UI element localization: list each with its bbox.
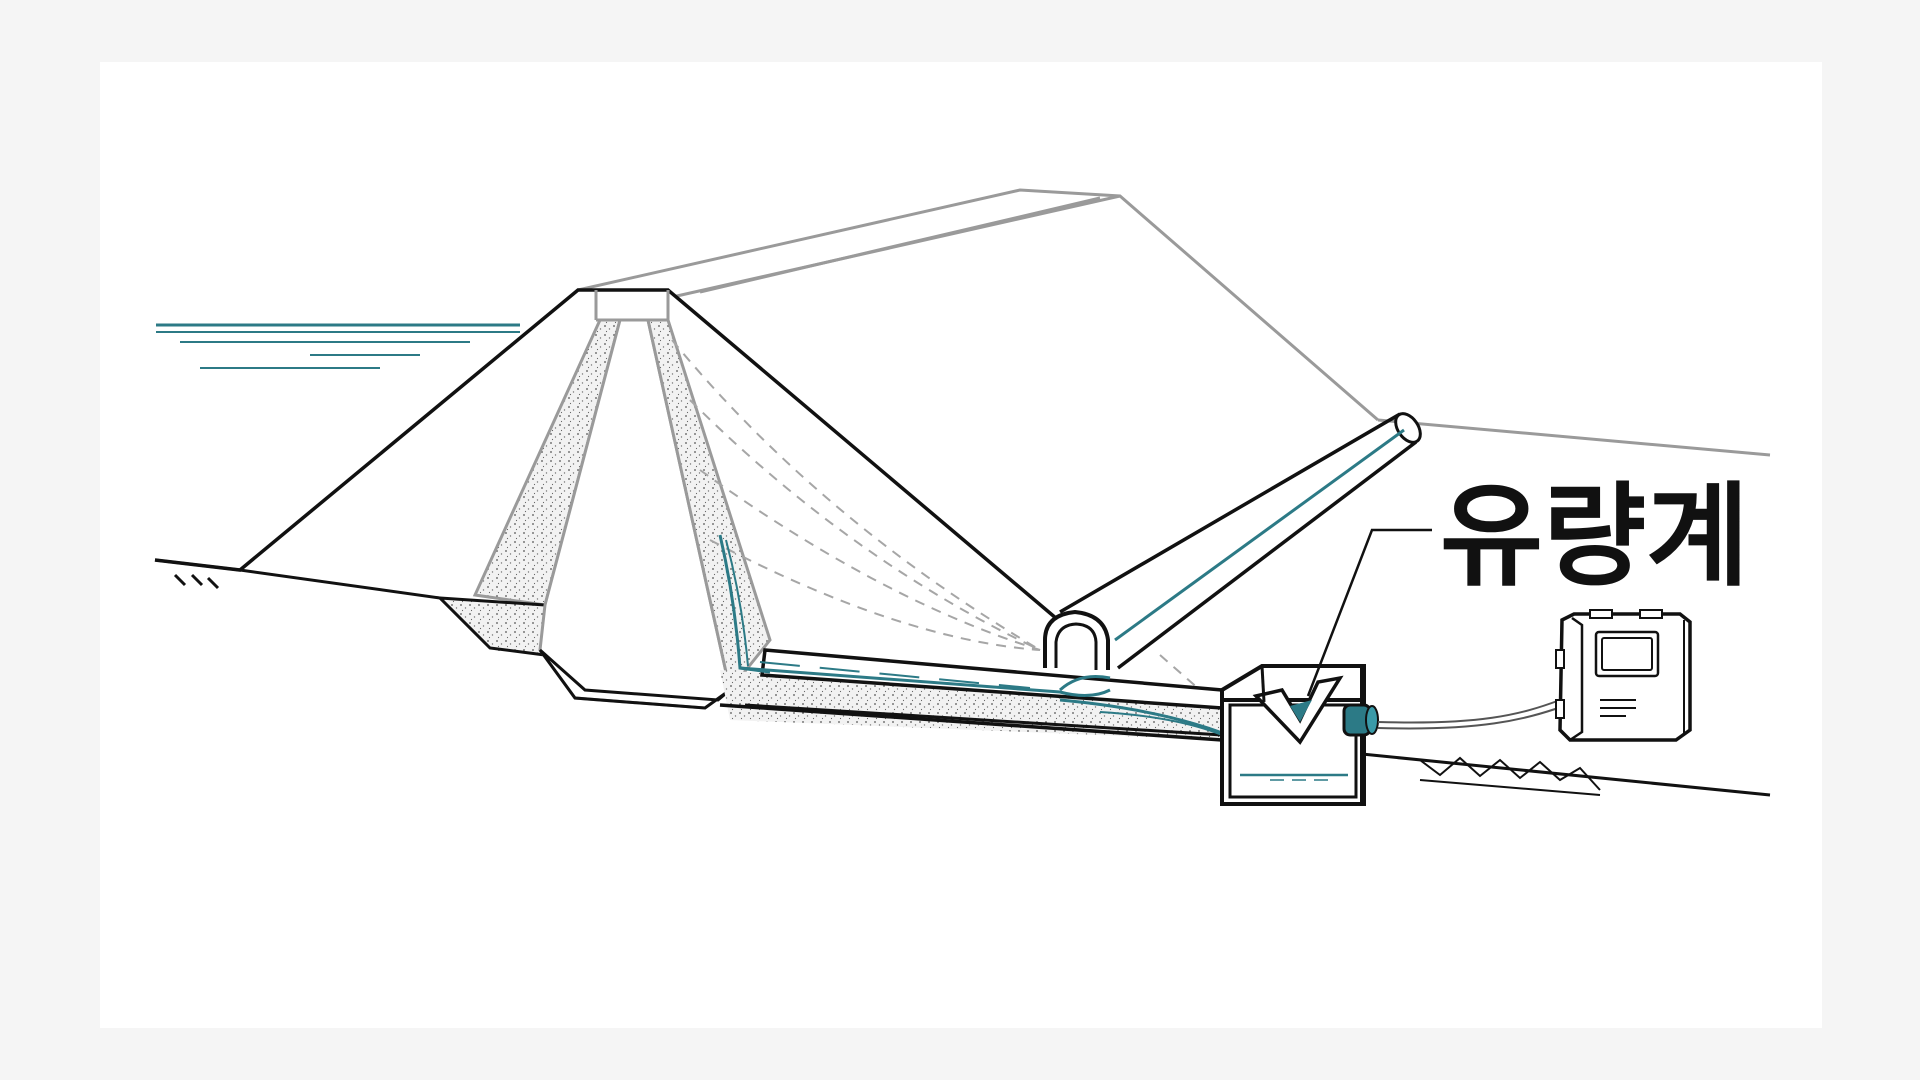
- callout-leader-icon: [1306, 528, 1432, 697]
- reservoir-water-icon: [156, 323, 520, 369]
- toe-drain-pipe-icon: [1043, 412, 1422, 692]
- data-logger-icon: [1555, 609, 1692, 742]
- water-level-sensor-icon: [1342, 703, 1379, 737]
- seepage-lines-icon: [671, 339, 1201, 691]
- callout-label-flowmeter: 유량계: [1440, 472, 1749, 602]
- dam-crest-icon: [577, 188, 1771, 457]
- v-notch-weir-icon: [1220, 664, 1366, 806]
